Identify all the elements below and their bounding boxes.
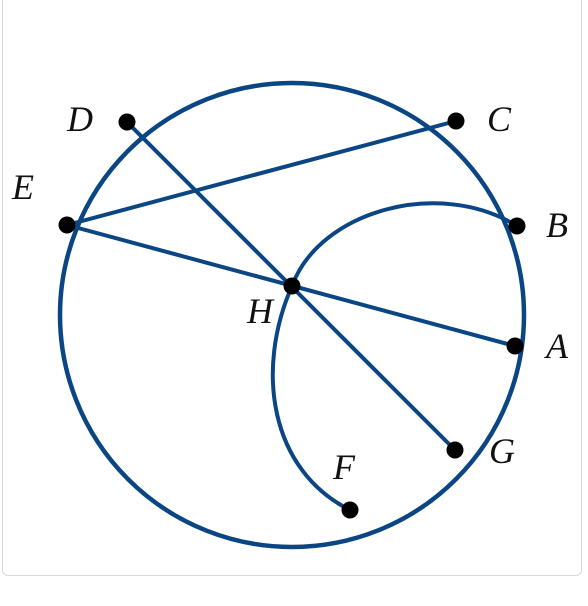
point-a	[506, 337, 524, 355]
point-g	[446, 441, 464, 459]
segment-ec	[66, 119, 457, 227]
label-e: E	[11, 167, 34, 207]
label-d: D	[66, 99, 93, 139]
arc-bhf	[270, 201, 519, 512]
label-b: B	[546, 205, 568, 245]
point-b	[508, 217, 526, 235]
point-d	[118, 113, 136, 131]
label-h: H	[246, 291, 275, 331]
point-h	[283, 277, 301, 295]
point-c	[447, 112, 465, 130]
label-g: G	[489, 431, 515, 471]
point-e	[58, 216, 76, 234]
label-c: C	[487, 99, 512, 139]
point-f	[341, 501, 359, 519]
main-circle	[57, 80, 527, 550]
label-a: A	[544, 326, 569, 366]
label-f: F	[332, 447, 356, 487]
